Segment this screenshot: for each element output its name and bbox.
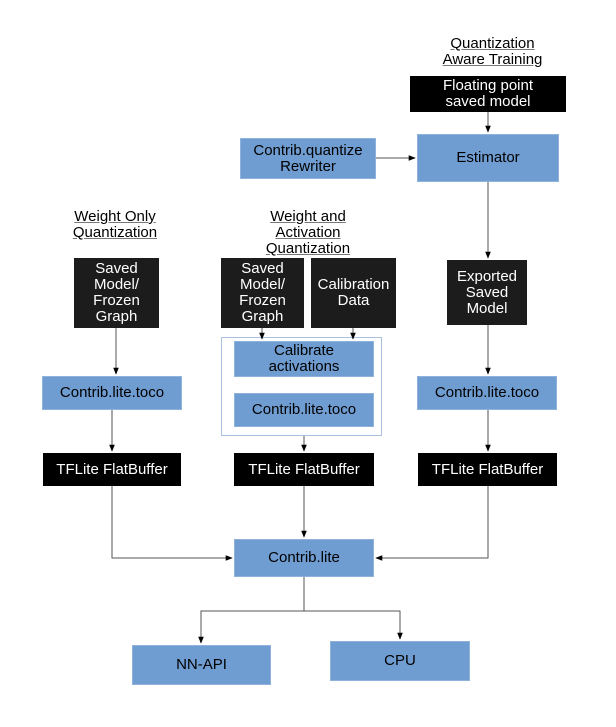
contrib-lite-node: Contrib.lite (234, 539, 374, 577)
heading-quantization-aware-training: Quantization Aware Training (442, 35, 543, 68)
heading-weight-activation-quantization: Weight and Activation Quantization (265, 208, 351, 257)
exported-saved-model-node: Exported Saved Model (447, 260, 527, 325)
contrib-lite-toco-left-node: Contrib.lite.toco (42, 376, 182, 410)
cpu-node: CPU (330, 641, 470, 681)
contrib-lite-toco-right-node: Contrib.lite.toco (417, 376, 557, 410)
contrib-quantize-rewriter-node: Contrib.quantize Rewriter (240, 138, 376, 179)
heading-weight-only-quantization: Weight Only Quantization (72, 208, 158, 241)
tflite-flatbuffer-left-node: TFLite FlatBuffer (43, 453, 181, 486)
tflite-flatbuffer-mid-node: TFLite FlatBuffer (234, 453, 374, 486)
calibration-group (221, 337, 382, 436)
edge-flatbuffer-right-to-contrib-lite (375, 486, 489, 561)
saved-model-frozen-graph-mid-node: Saved Model/ Frozen Graph (221, 258, 304, 328)
estimator-node: Estimator (417, 134, 559, 182)
edge-contrib-lite-to-nn-api (198, 577, 305, 644)
tflite-flatbuffer-right-node: TFLite FlatBuffer (418, 453, 557, 486)
edge-flatbuffer-left-to-contrib-lite (111, 486, 233, 561)
edge-contrib-lite-to-cpu (304, 610, 403, 640)
calibration-data-node: Calibration Data (311, 258, 396, 328)
floating-point-saved-model-node: Floating point saved model (410, 76, 566, 112)
nn-api-node: NN-API (132, 645, 271, 685)
saved-model-frozen-graph-left-node: Saved Model/ Frozen Graph (74, 258, 159, 328)
contrib-lite-toco-mid-node: Contrib.lite.toco (234, 393, 374, 427)
calibrate-activations-node: Calibrate activations (234, 341, 374, 377)
